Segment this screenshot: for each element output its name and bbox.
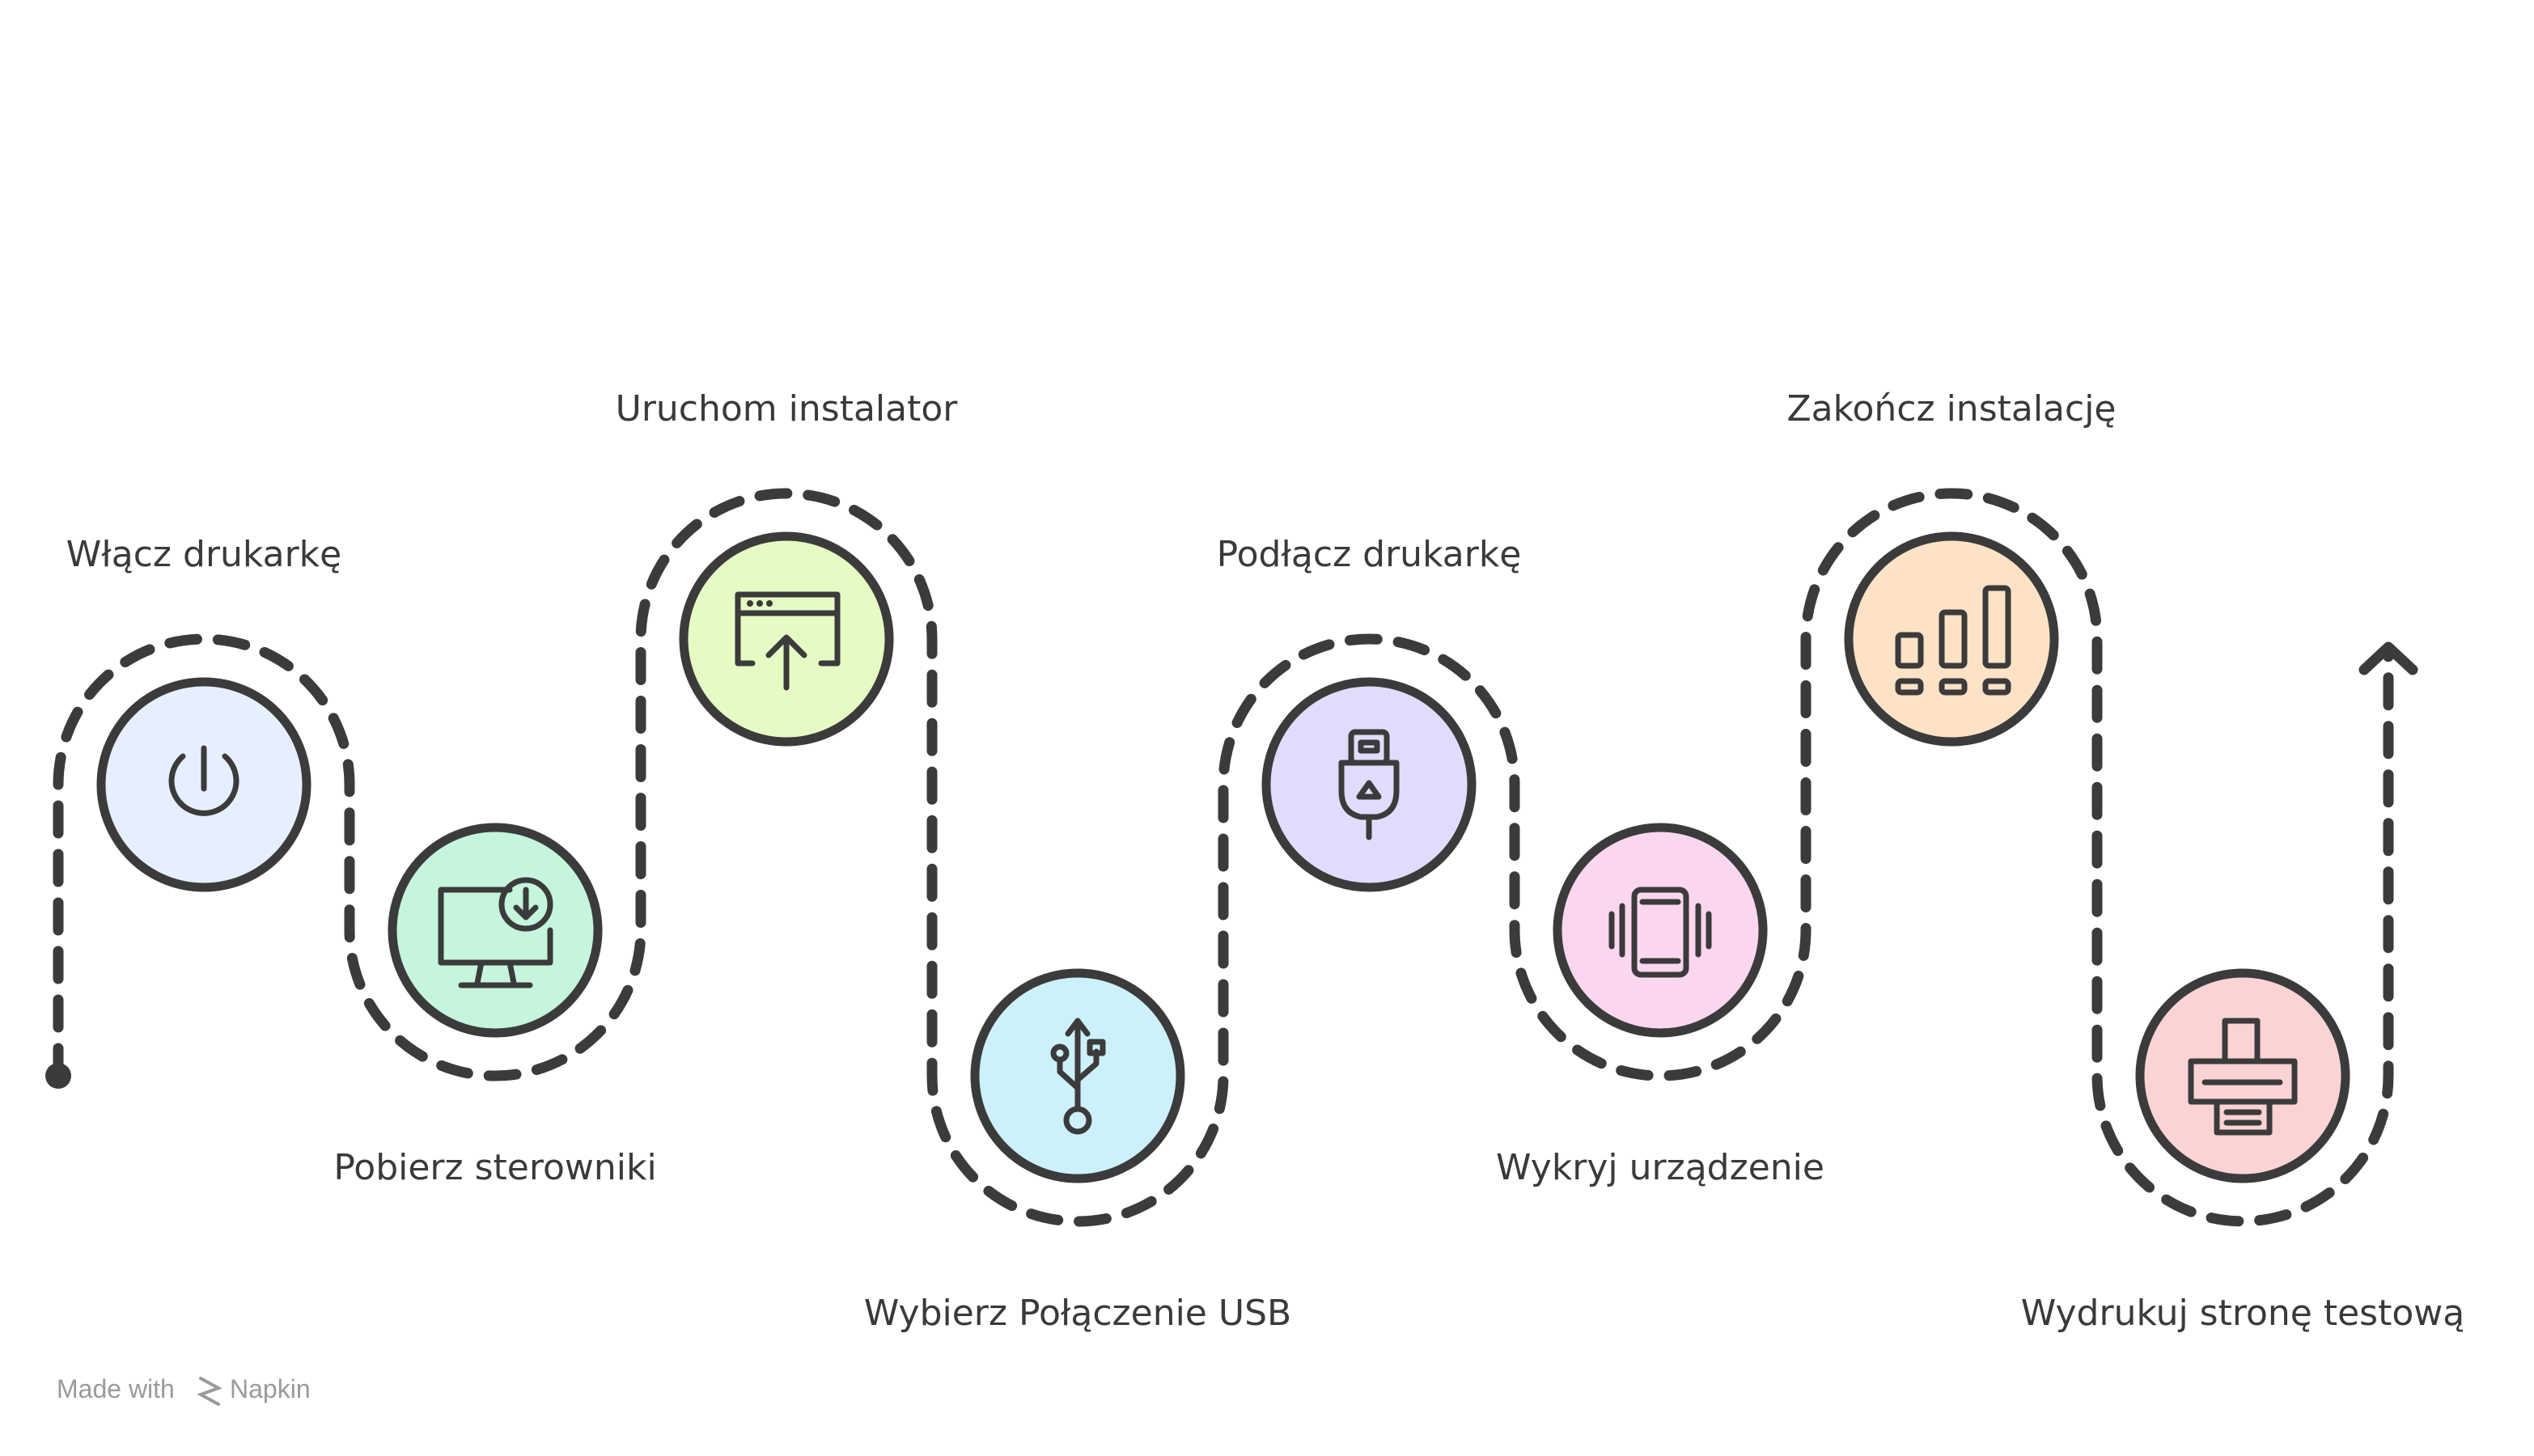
step-3-label: Uruchom instalator: [616, 388, 959, 430]
printer-icon: [2188, 1018, 2298, 1136]
step-7: [1844, 531, 2059, 747]
window-dot: [747, 600, 753, 607]
dashed-path: [53, 488, 2394, 1227]
step-8-label: Wydrukuj stronę testową: [2021, 1293, 2464, 1334]
step-6: [1553, 823, 1768, 1038]
step-5-label: Podłącz drukarkę: [1217, 534, 1522, 575]
step-4-label: Wybierz Połączenie USB: [864, 1293, 1291, 1334]
path-end-arrow-icon: [2358, 641, 2418, 675]
window-dot: [766, 600, 773, 607]
usb-icon: [1050, 1018, 1106, 1135]
step-2: [388, 823, 603, 1038]
step-7-label: Zakończ instalację: [1786, 388, 2116, 430]
power-icon: [168, 745, 239, 816]
window-dot: [756, 600, 763, 607]
step-8-circle: [2135, 968, 2350, 1183]
step-8: [2135, 968, 2350, 1183]
watermark-made-with: Made with: [57, 1374, 175, 1403]
step-7-circle: [1844, 531, 2059, 747]
step-2-label: Pobierz sterowniki: [333, 1147, 656, 1188]
step-1: [96, 677, 311, 892]
napkin-logo-icon: [197, 1377, 222, 1406]
step-2-circle: [388, 823, 603, 1038]
bar-chart-icon: [1895, 585, 2011, 696]
step-6-label: Wykryj urządzenie: [1496, 1147, 1824, 1188]
vibrating-phone-icon: [1608, 887, 1712, 978]
watermark: Made with Napkin: [57, 1374, 311, 1406]
monitor-download-icon: [438, 877, 553, 988]
step-5: [1261, 677, 1477, 892]
step-4: [970, 968, 1185, 1183]
path-start-dot: [45, 1063, 71, 1089]
usb-plug-icon: [1338, 729, 1400, 840]
step-1-label: Włącz drukarkę: [66, 534, 341, 575]
step-6-circle: [1553, 823, 1768, 1038]
step-3: [679, 531, 894, 747]
watermark-brand: Napkin: [230, 1374, 311, 1403]
window-upload-icon: [735, 591, 841, 691]
